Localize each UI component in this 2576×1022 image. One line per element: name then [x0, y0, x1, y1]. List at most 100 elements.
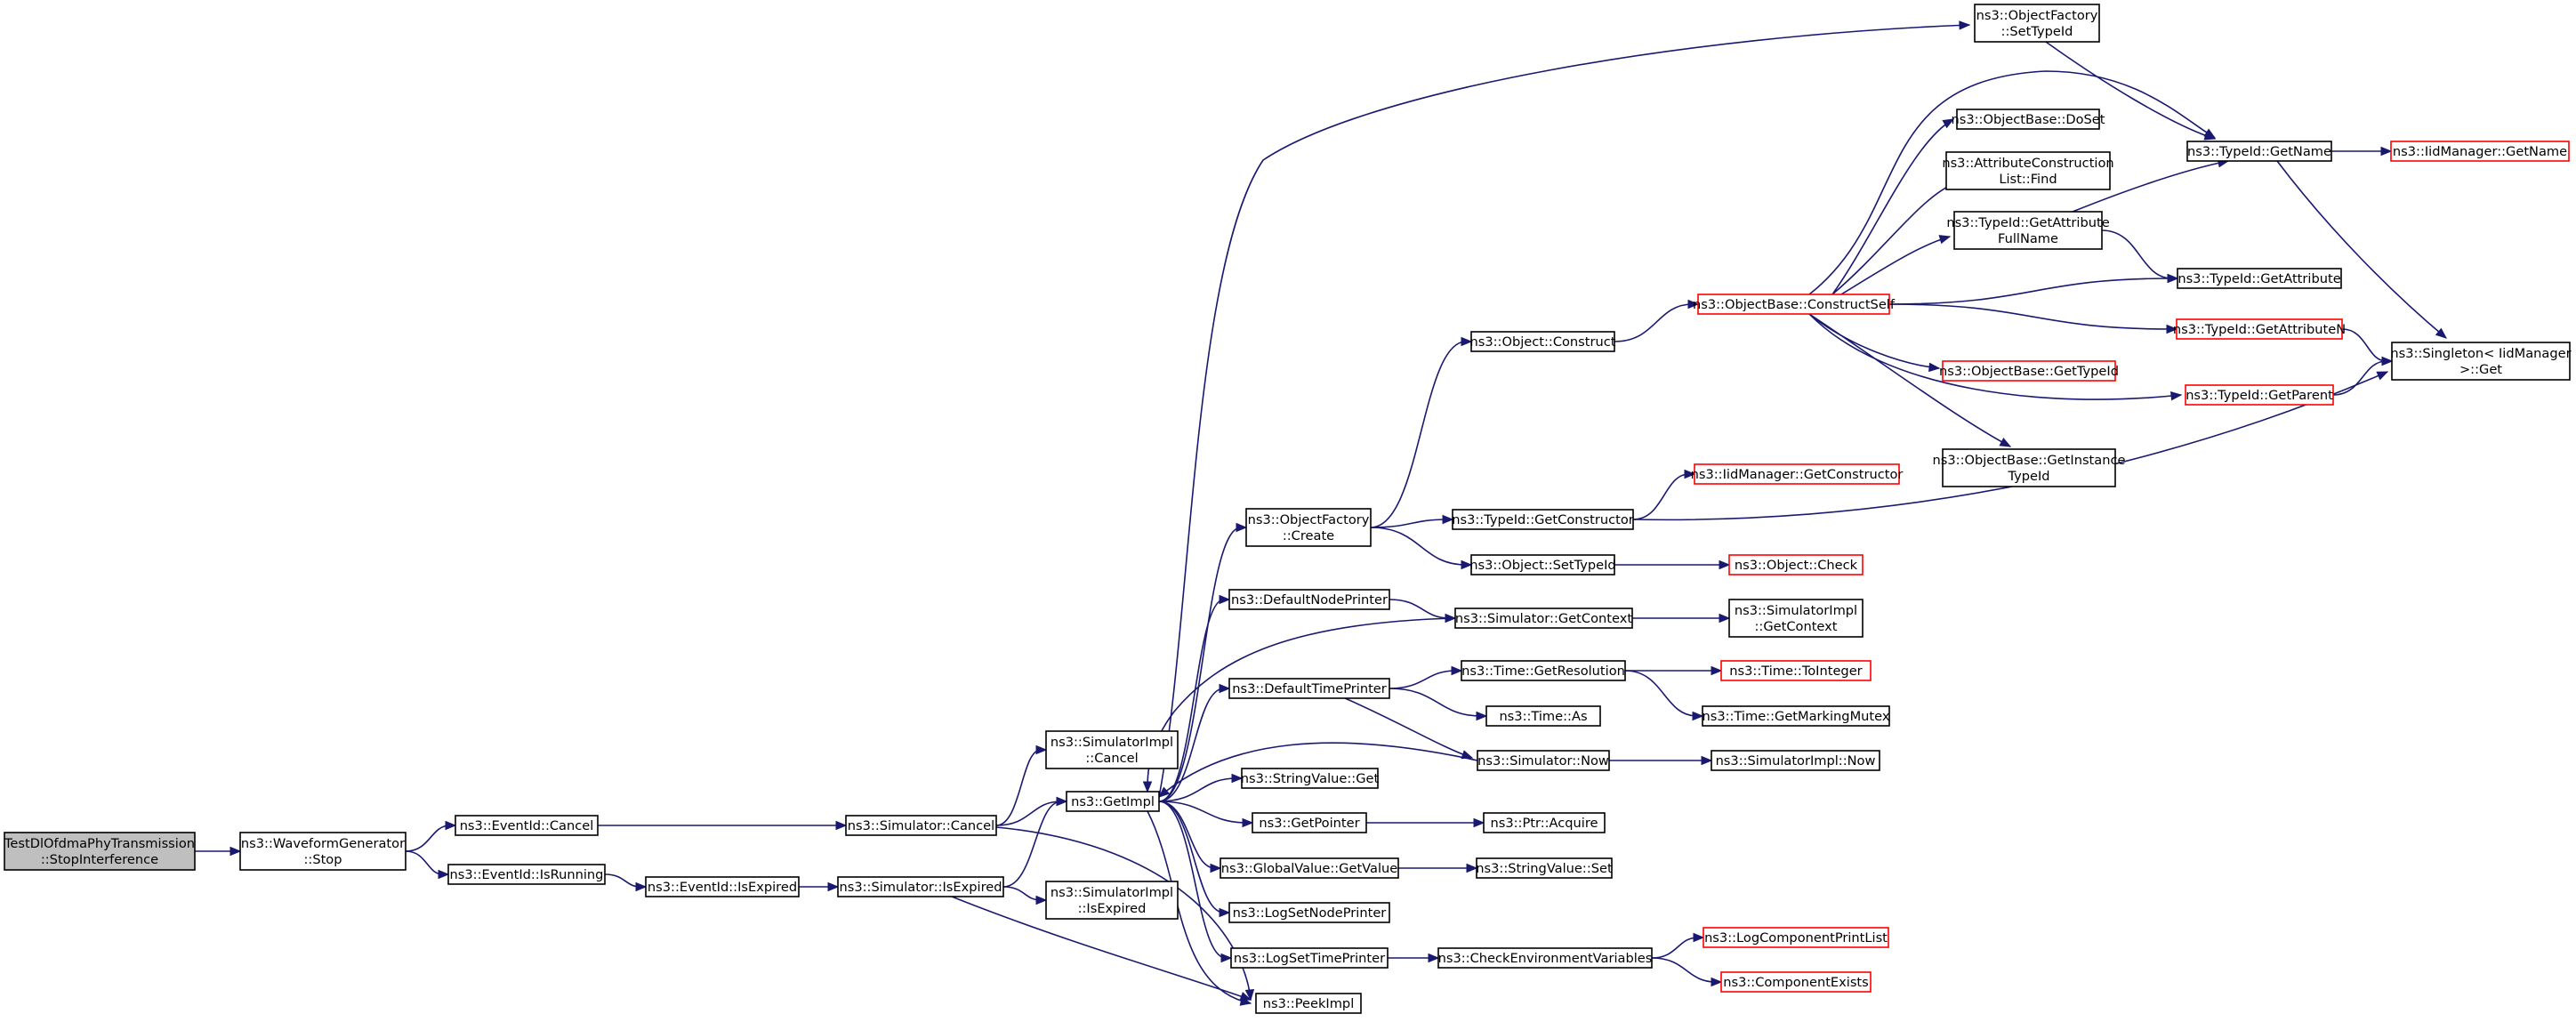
edge-ev_isexpired-to-sim_isexpired: [798, 881, 840, 892]
node-box: [1711, 750, 1880, 771]
edge-sim_now-to-simimpl_now: [1609, 755, 1713, 766]
node-deftimeprinter[interactable]: ns3::DefaultTimePrinter: [1228, 678, 1390, 699]
node-box: [1728, 599, 1864, 638]
node-objbase-gettypeid[interactable]: ns3::ObjectBase::GetTypeId: [1939, 360, 2119, 382]
node-label-line: ns3::Object::Check: [1735, 558, 1858, 573]
node-label-line: ns3::SimulatorImpl: [1051, 885, 1173, 900]
node-defnodeprinter[interactable]: ns3::DefaultNodePrinter: [1228, 589, 1390, 610]
node-sim-isexpired[interactable]: ns3::Simulator::IsExpired: [837, 876, 1004, 897]
node-box: [1720, 660, 1872, 681]
node-simimpl-cancel[interactable]: ns3::SimulatorImpl::Cancel: [1045, 730, 1179, 769]
node-label-line: ns3::ObjectBase::DoSet: [1951, 112, 2105, 127]
node-objfactory-create[interactable]: ns3::ObjectFactory::Create: [1245, 508, 1372, 547]
node-typeid-getconstructor[interactable]: ns3::TypeId::GetConstructor: [1452, 509, 1634, 530]
node-sim-now[interactable]: ns3::Simulator::Now: [1477, 750, 1610, 771]
node-logsetnodeprinter[interactable]: ns3::LogSetNodePrinter: [1228, 902, 1390, 923]
node-objfactory-settypeid[interactable]: ns3::ObjectFactory::SetTypeId: [1974, 4, 2100, 43]
node-box: [1230, 947, 1389, 969]
node-simimpl-isexpired[interactable]: ns3::SimulatorImpl::IsExpired: [1045, 881, 1179, 920]
node-sim-cancel[interactable]: ns3::Simulator::Cancel: [845, 815, 997, 836]
node-box: [1245, 508, 1372, 547]
node-checkenv[interactable]: ns3::CheckEnvironmentVariables: [1437, 947, 1653, 969]
node-ev-isrunning[interactable]: ns3::EventId::IsRunning: [447, 864, 606, 885]
node-box: [1045, 881, 1179, 920]
node-label-line: ns3::ObjectFactory: [1248, 512, 1370, 527]
node-box: [1485, 705, 1601, 727]
node-label-line: TestDlOfdmaPhyTransmission: [4, 836, 195, 851]
node-iidmanager-getname[interactable]: ns3::IidManager::GetName: [2390, 141, 2570, 162]
node-stringvalue-get[interactable]: ns3::StringValue::Get: [1241, 768, 1380, 789]
node-logsettimeprinter[interactable]: ns3::LogSetTimePrinter: [1230, 947, 1389, 969]
node-peekimpl[interactable]: ns3::PeekImpl: [1255, 993, 1362, 1014]
edge-root-to-wg_stop: [194, 846, 242, 857]
node-ev-isexpired[interactable]: ns3::EventId::IsExpired: [645, 876, 800, 897]
node-box: [1694, 463, 1900, 485]
node-root[interactable]: TestDlOfdmaPhyTransmission::StopInterfer…: [4, 832, 196, 871]
node-stringvalue-set[interactable]: ns3::StringValue::Set: [1476, 857, 1613, 879]
node-typeid-getattribute[interactable]: ns3::TypeId::GetAttribute: [2177, 268, 2342, 289]
node-ev-cancel[interactable]: ns3::EventId::Cancel: [455, 815, 599, 836]
node-typeid-getparent[interactable]: ns3::TypeId::GetParent: [2185, 384, 2334, 406]
node-label-line: ns3::Simulator::IsExpired: [840, 880, 1002, 895]
node-time-getresolution[interactable]: ns3::Time::GetResolution: [1461, 660, 1626, 681]
node-label-line: ns3::TypeId::GetConstructor: [1452, 512, 1634, 527]
edge-typeid_getconstructor-to-iidmanager_getconstructor: [1632, 469, 1696, 520]
edge-sim_cancel-to-simimpl_cancel: [995, 744, 1048, 826]
node-time-getmarkingmutex[interactable]: ns3::Time::GetMarkingMutex: [1702, 705, 1890, 727]
node-typeid-getattributen[interactable]: ns3::TypeId::GetAttributeN: [2173, 318, 2346, 340]
node-label-line: ns3::GetPointer: [1259, 816, 1359, 831]
node-label-line: FullName: [1998, 231, 2058, 246]
node-ptr-acquire[interactable]: ns3::Ptr::Acquire: [1483, 812, 1606, 833]
node-objbase-doset[interactable]: ns3::ObjectBase::DoSet: [1951, 109, 2105, 130]
node-label-line: ns3::ObjectBase::ConstructSelf: [1693, 297, 1896, 312]
node-typeid-getname[interactable]: ns3::TypeId::GetName: [2186, 141, 2332, 162]
node-box: [1942, 360, 2116, 382]
node-iidmanager-getconstructor[interactable]: ns3::IidManager::GetConstructor: [1691, 463, 1904, 485]
edge-sim_getcontext-to-simimpl_getcontext: [1632, 613, 1731, 624]
node-label-line: ns3::Ptr::Acquire: [1490, 816, 1598, 831]
node-simimpl-now[interactable]: ns3::SimulatorImpl::Now: [1711, 750, 1880, 771]
node-label-line: ::StopInterference: [41, 852, 158, 867]
edge-sim_isexpired-to-simimpl_isexpired: [1002, 886, 1048, 905]
edge-getimpl-to-objfactory_create: [1158, 522, 1248, 802]
node-time-tointeger[interactable]: ns3::Time::ToInteger: [1720, 660, 1872, 681]
node-box: [1945, 151, 2111, 190]
node-label-line: ns3::EventId::IsRunning: [450, 867, 604, 882]
node-object-check[interactable]: ns3::Object::Check: [1728, 554, 1864, 575]
node-box: [1953, 211, 2103, 250]
edge-getimpl-to-deftimeprinter: [1158, 683, 1231, 802]
node-label-line: ns3::AttributeConstruction: [1942, 156, 2113, 171]
node-object-construct[interactable]: ns3::Object::Construct: [1469, 331, 1616, 352]
edge-sim_cancel-to-getimpl: [995, 796, 1068, 826]
node-sim-getcontext[interactable]: ns3::Simulator::GetContext: [1454, 608, 1633, 629]
node-objbase-constructself[interactable]: ns3::ObjectBase::ConstructSelf: [1693, 294, 1896, 315]
node-logcomponentprintlist[interactable]: ns3::LogComponentPrintList: [1703, 927, 1889, 948]
node-wg-stop[interactable]: ns3::WaveformGenerator::Stop: [239, 832, 407, 871]
node-label-line: ns3::Singleton< IidManager: [2390, 346, 2571, 361]
node-componentexists[interactable]: ns3::ComponentExists: [1720, 971, 1872, 993]
node-box: [1241, 768, 1379, 789]
edge-checkenv-to-logcomponentprintlist: [1651, 932, 1705, 959]
node-time-as[interactable]: ns3::Time::As: [1485, 705, 1601, 727]
node-simimpl-getcontext[interactable]: ns3::SimulatorImpl::GetContext: [1728, 599, 1864, 638]
node-label-line: >::Get: [2459, 362, 2502, 377]
node-box: [645, 876, 800, 897]
node-box: [447, 864, 606, 885]
node-singleton-get[interactable]: ns3::Singleton< IidManager >::Get: [2390, 342, 2572, 381]
node-box: [2176, 318, 2343, 340]
node-object-settypeid[interactable]: ns3::Object::SetTypeId: [1469, 554, 1616, 575]
edge-objbase_constructself-to-objbase_gettypeid: [1808, 313, 1941, 373]
node-getpointer[interactable]: ns3::GetPointer: [1252, 812, 1367, 833]
edge-objbase_constructself-to-typeid_getparent: [1808, 313, 2183, 401]
node-label-line: ::SetTypeId: [2001, 24, 2073, 39]
node-box: [1956, 109, 2100, 130]
edge-getimpl-to-logsettimeprinter: [1158, 801, 1233, 963]
node-globalvalue-getvalue[interactable]: ns3::GlobalValue::GetValue: [1220, 857, 1399, 879]
edge-typeid_getattributefullname-to-typeid_getattribute: [2101, 229, 2179, 284]
node-label-line: ns3::LogSetNodePrinter: [1233, 905, 1387, 921]
node-getimpl[interactable]: ns3::GetImpl: [1066, 791, 1160, 812]
node-box: [1728, 554, 1864, 575]
